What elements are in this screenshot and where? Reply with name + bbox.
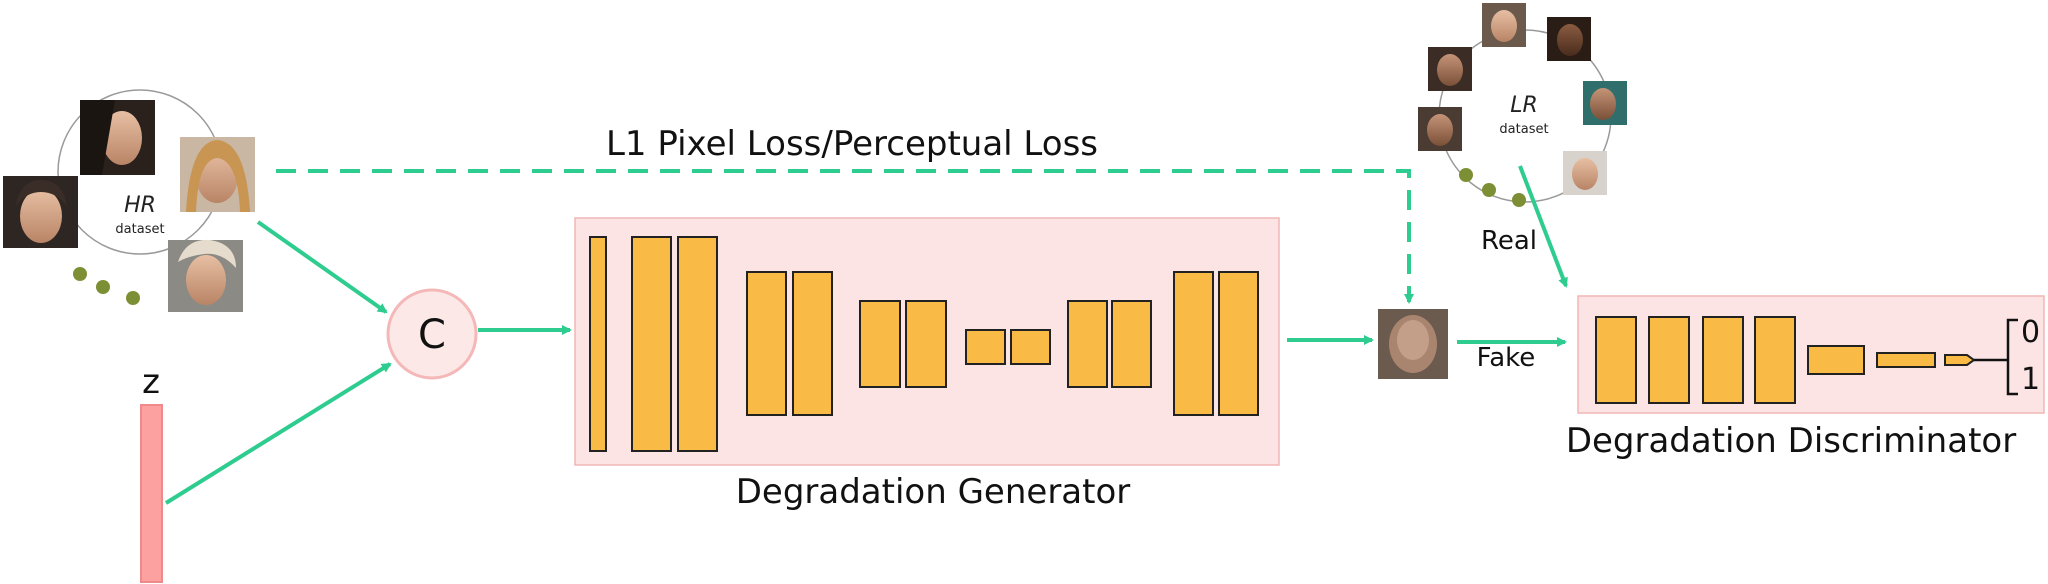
hr-face-thumbnail <box>168 239 243 312</box>
discriminator-layer <box>1648 316 1690 404</box>
hr-dataset: HR dataset <box>3 89 255 312</box>
hr-face-thumbnail <box>180 137 255 212</box>
generator-layer <box>965 329 1006 365</box>
generator-layers <box>589 236 1259 452</box>
generator-layer <box>1111 300 1152 388</box>
generator-layer <box>1218 271 1259 416</box>
generator-layer <box>677 236 718 452</box>
concat-node <box>386 288 478 380</box>
fake-label: Fake <box>1477 343 1536 373</box>
dataset-dot <box>96 280 110 294</box>
lr-face-thumbnail <box>1583 81 1627 125</box>
noise-vector <box>140 404 163 583</box>
degradation-generator: Degradation Generator <box>574 217 1280 512</box>
generator-layer <box>589 236 607 452</box>
lr-dataset-title: LR <box>1510 93 1538 118</box>
discriminator-layer <box>1944 354 1976 366</box>
generator-layer <box>905 300 947 388</box>
dataset-dot <box>1482 183 1496 197</box>
discriminator-layer <box>1702 316 1744 404</box>
discriminator-layer <box>1754 316 1796 404</box>
lr-dataset-subtitle: dataset <box>1499 122 1548 137</box>
generator-layer <box>859 300 901 388</box>
generator-layer <box>1010 329 1051 365</box>
hr-face-thumbnail <box>3 176 78 248</box>
generator-layer <box>631 236 672 452</box>
lr-face-thumbnail <box>1563 151 1607 195</box>
hr-dataset-title: HR <box>124 193 156 218</box>
lr-face-thumbnail <box>1547 17 1591 61</box>
real-arrow <box>1518 165 1568 288</box>
output-bracket <box>1974 318 2018 396</box>
discriminator-layers <box>1595 316 1976 404</box>
lr-face-thumbnail <box>1482 3 1526 47</box>
generator-layer <box>1067 300 1108 388</box>
discriminator-layer <box>1876 352 1936 368</box>
hr-face-thumbnail <box>80 100 155 175</box>
lr-dataset: LR dataset <box>1418 3 1627 207</box>
degradation-discriminator: 0 1 Degradation Discriminator <box>1566 295 2045 461</box>
generator-label: Degradation Generator <box>736 472 1131 512</box>
discriminator-layer <box>1807 345 1865 375</box>
lr-face-thumbnail <box>1418 107 1462 151</box>
output-one: 1 <box>2021 362 2040 397</box>
generated-lr-face <box>1378 309 1448 379</box>
noise-label: z <box>142 362 160 402</box>
hr-dataset-subtitle: dataset <box>115 222 164 237</box>
dataset-dot <box>73 267 87 281</box>
output-zero: 0 <box>2021 315 2040 350</box>
generator-layer <box>792 271 833 416</box>
dataset-dot <box>1512 193 1526 207</box>
hr-to-concat-arrow <box>256 220 388 314</box>
discriminator-label: Degradation Discriminator <box>1566 421 2016 461</box>
lr-face-thumbnail <box>1428 47 1472 91</box>
generator-layer <box>746 271 787 416</box>
discriminator-layer <box>1595 316 1637 404</box>
loss-dashed-arrow <box>276 169 1414 304</box>
loss-label: L1 Pixel Loss/Perceptual Loss <box>606 124 1098 164</box>
dataset-dot <box>1459 168 1473 182</box>
dataset-dot <box>126 291 140 305</box>
generator-layer <box>1173 271 1214 416</box>
concat-label: C <box>418 312 446 358</box>
real-label: Real <box>1481 226 1537 256</box>
noise-to-concat-arrow <box>164 362 392 505</box>
